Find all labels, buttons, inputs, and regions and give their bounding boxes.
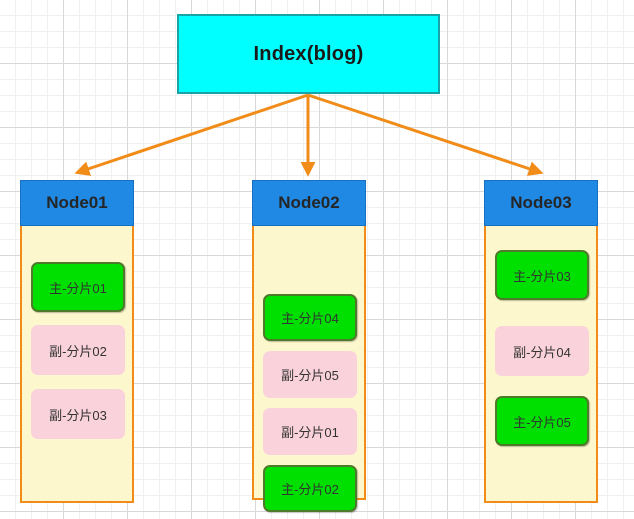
- shard-box[interactable]: 副-分片02: [31, 325, 125, 375]
- shard-box[interactable]: 主-分片03: [495, 250, 589, 300]
- shard-label: 副-分片05: [281, 368, 339, 383]
- node-02-header[interactable]: Node02: [252, 180, 366, 226]
- edge-index-to-node01: [74, 93, 309, 176]
- index-node-label: Index(blog): [253, 42, 364, 65]
- shard-box[interactable]: 主-分片05: [495, 396, 589, 446]
- shard-label: 副-分片01: [281, 425, 339, 440]
- index-node[interactable]: Index(blog): [177, 14, 440, 94]
- node-01-header[interactable]: Node01: [20, 180, 134, 226]
- shard-box[interactable]: 主-分片01: [31, 262, 125, 312]
- shard-label: 主-分片04: [281, 311, 339, 326]
- edge-index-to-node03: [307, 93, 544, 176]
- shard-box[interactable]: 副-分片04: [495, 326, 589, 376]
- node-03-header[interactable]: Node03: [484, 180, 598, 226]
- shard-label: 主-分片05: [513, 414, 571, 430]
- shard-box[interactable]: 副-分片03: [31, 389, 125, 439]
- node-02-body: 主-分片04 副-分片05 副-分片01 主-分片02: [252, 226, 366, 512]
- node-03[interactable]: Node03 主-分片03 副-分片04 主-分片05: [484, 180, 598, 503]
- shard-box[interactable]: 主-分片04: [263, 294, 357, 341]
- shard-label: 主-分片02: [281, 482, 339, 497]
- shard-label: 主-分片01: [49, 280, 107, 296]
- node-03-body: 主-分片03 副-分片04 主-分片05: [484, 226, 598, 503]
- node-01-body: 主-分片01 副-分片02 副-分片03: [20, 226, 134, 503]
- shard-box[interactable]: 副-分片01: [263, 408, 357, 455]
- node-02[interactable]: Node02 主-分片04 副-分片05 副-分片01 主-分片02: [252, 180, 366, 512]
- shard-label: 主-分片03: [513, 268, 571, 284]
- shard-label: 副-分片04: [513, 344, 571, 360]
- shard-label: 副-分片03: [49, 407, 107, 423]
- node-03-label: Node03: [510, 193, 572, 212]
- shard-label: 副-分片02: [49, 343, 107, 359]
- node-01-label: Node01: [46, 193, 108, 212]
- node-01[interactable]: Node01 主-分片01 副-分片02 副-分片03: [20, 180, 134, 503]
- shard-box[interactable]: 主-分片02: [263, 465, 357, 512]
- node-02-label: Node02: [278, 193, 340, 212]
- shard-box[interactable]: 副-分片05: [263, 351, 357, 398]
